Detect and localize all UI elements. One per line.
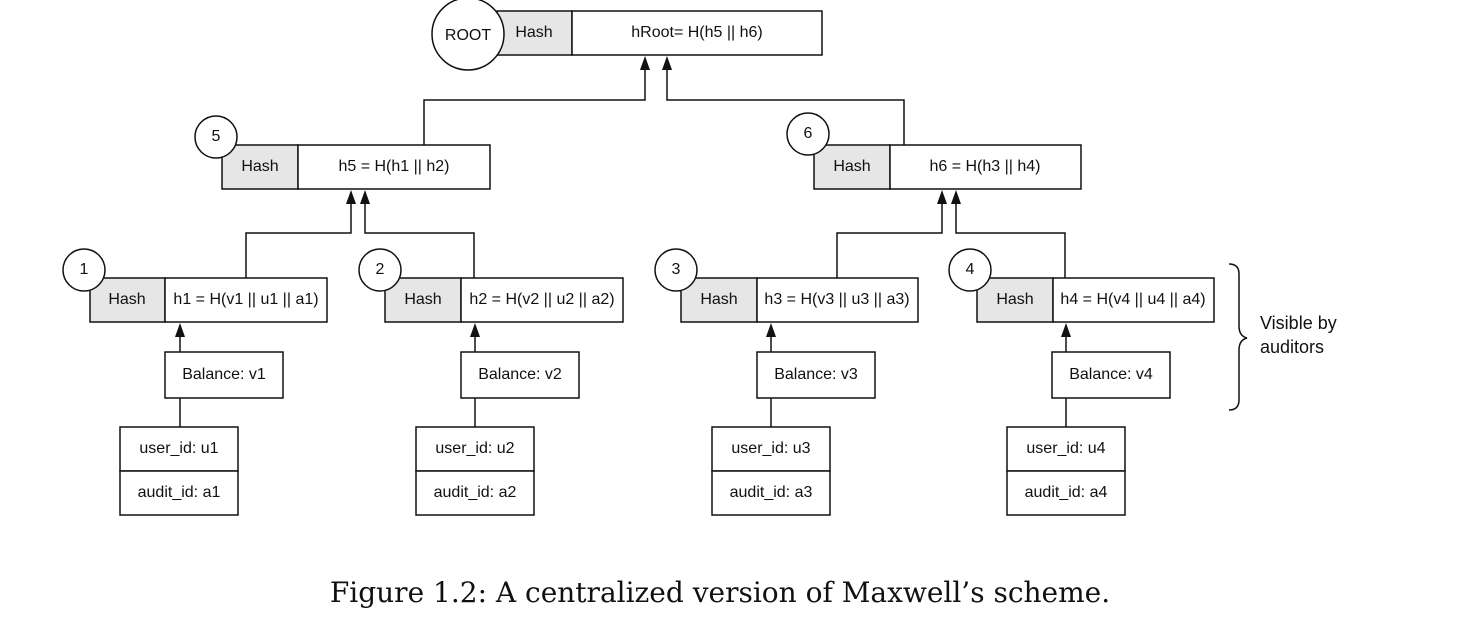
arrow-to-node5-right [360,190,370,204]
user3-id-cell [711,426,831,472]
root-value-label: hRoot= H(h5 || h6) [631,24,763,41]
leaf2-hash-label: Hash [404,291,441,308]
leaf2-number-circle [358,248,402,292]
leaf4-hash-cell [976,277,1054,323]
leaf4-number-circle [948,248,992,292]
balance4-label: Balance: v4 [1069,366,1153,383]
user4-id-cell [1006,426,1126,472]
edge-leaf4-to-node6 [955,204,1066,278]
leaf4-number: 4 [966,261,975,278]
balance1-label: Balance: v1 [182,366,266,383]
leaf2-number: 2 [376,261,385,278]
user2-audit-label: audit_id: a2 [434,484,517,501]
node6-value-cell [889,144,1082,190]
leaf3-value-cell [756,277,919,323]
leaf3-number: 3 [672,261,681,278]
leaf2-hash-cell [384,277,462,323]
balance2-box [460,351,580,399]
leaf3-value-label: h3 = H(v3 || u3 || a3) [764,291,909,308]
node5-value-label: h5 = H(h1 || h2) [338,158,449,175]
leaf3-hash-label: Hash [700,291,737,308]
leaf-2: 2 Hash h2 = H(v2 || u2 || a2) Balance: v… [358,248,624,516]
leaf-3: 3 Hash h3 = H(v3 || u3 || a3) Balance: v… [654,248,919,516]
root-circle [431,0,505,71]
figure-caption: Figure 1.2: A centralized version of Max… [330,576,1110,609]
leaf2-value-label: h2 = H(v2 || u2 || a2) [469,291,614,308]
inner-node-5: 5 Hash h5 = H(h1 || h2) [194,115,491,190]
bracket-note-line-2: auditors [1260,337,1324,357]
user4-id-label: user_id: u4 [1026,440,1105,457]
edge-node6-to-root [666,70,905,145]
node5-number: 5 [212,128,221,145]
edge-leaf3-to-node6 [836,204,943,278]
balance3-box [756,351,876,399]
leaf-4: 4 Hash h4 = H(v4 || u4 || a4) Balance: v… [948,248,1215,516]
root-hash-label: Hash [515,24,552,41]
balance1-box [164,351,284,399]
user1-id-label: user_id: u1 [139,440,218,457]
node6-number-circle [786,112,830,156]
arrow-to-node5-left [346,190,356,204]
curly-brace [1228,263,1248,411]
edge-node5-to-root [423,70,646,145]
user2-id-cell [415,426,535,472]
node5-value-cell [297,144,491,190]
user2-id-label: user_id: u2 [435,440,514,457]
leaf-1: 1 Hash h1 = H(v1 || u1 || a1) Balance: v… [62,248,328,516]
user1-audit-label: audit_id: a1 [138,484,221,501]
auditor-visibility-bracket: Visible by auditors [1228,263,1337,411]
leaf4-value-cell [1052,277,1215,323]
root-circle-label: ROOT [445,27,491,44]
bracket-note-line-1: Visible by [1260,313,1337,333]
user4-audit-label: audit_id: a4 [1025,484,1108,501]
leaf1-number-circle [62,248,106,292]
user3-audit-label: audit_id: a3 [730,484,813,501]
leaf1-value-label: h1 = H(v1 || u1 || a1) [173,291,318,308]
inner-node-6: 6 Hash h6 = H(h3 || h4) [786,112,1082,190]
arrow-to-leaf1 [175,323,185,337]
arrow-to-node6-right [951,190,961,204]
leaf1-hash-cell [89,277,166,323]
root-node: ROOT Hash hRoot= H(h5 || h6) [431,0,823,71]
leaf1-hash-label: Hash [108,291,145,308]
user3-audit-cell [711,470,831,516]
node6-number: 6 [804,125,813,142]
user4-audit-cell [1006,470,1126,516]
leaf4-value-label: h4 = H(v4 || u4 || a4) [1060,291,1205,308]
connectors [175,56,1071,427]
leaf1-number: 1 [80,261,89,278]
node6-hash-label: Hash [833,158,870,175]
node5-hash-label: Hash [241,158,278,175]
node6-value-label: h6 = H(h3 || h4) [929,158,1040,175]
balance2-label: Balance: v2 [478,366,562,383]
arrow-to-leaf3 [766,323,776,337]
leaf3-number-circle [654,248,698,292]
arrow-to-leaf4 [1061,323,1071,337]
leaf1-value-cell [164,277,328,323]
arrow-to-root-right [662,56,672,70]
balance4-box [1051,351,1171,399]
arrow-to-root-left [640,56,650,70]
root-value-cell [571,10,823,56]
leaf4-hash-label: Hash [996,291,1033,308]
arrow-to-leaf2 [470,323,480,337]
node5-number-circle [194,115,238,159]
arrow-to-node6-left [937,190,947,204]
balance3-label: Balance: v3 [774,366,858,383]
edge-leaf2-to-node5 [364,204,475,278]
user3-id-label: user_id: u3 [731,440,810,457]
edge-leaf1-to-node5 [245,204,352,278]
leaf2-value-cell [460,277,624,323]
user2-audit-cell [415,470,535,516]
leaf3-hash-cell [680,277,758,323]
user1-audit-cell [119,470,239,516]
